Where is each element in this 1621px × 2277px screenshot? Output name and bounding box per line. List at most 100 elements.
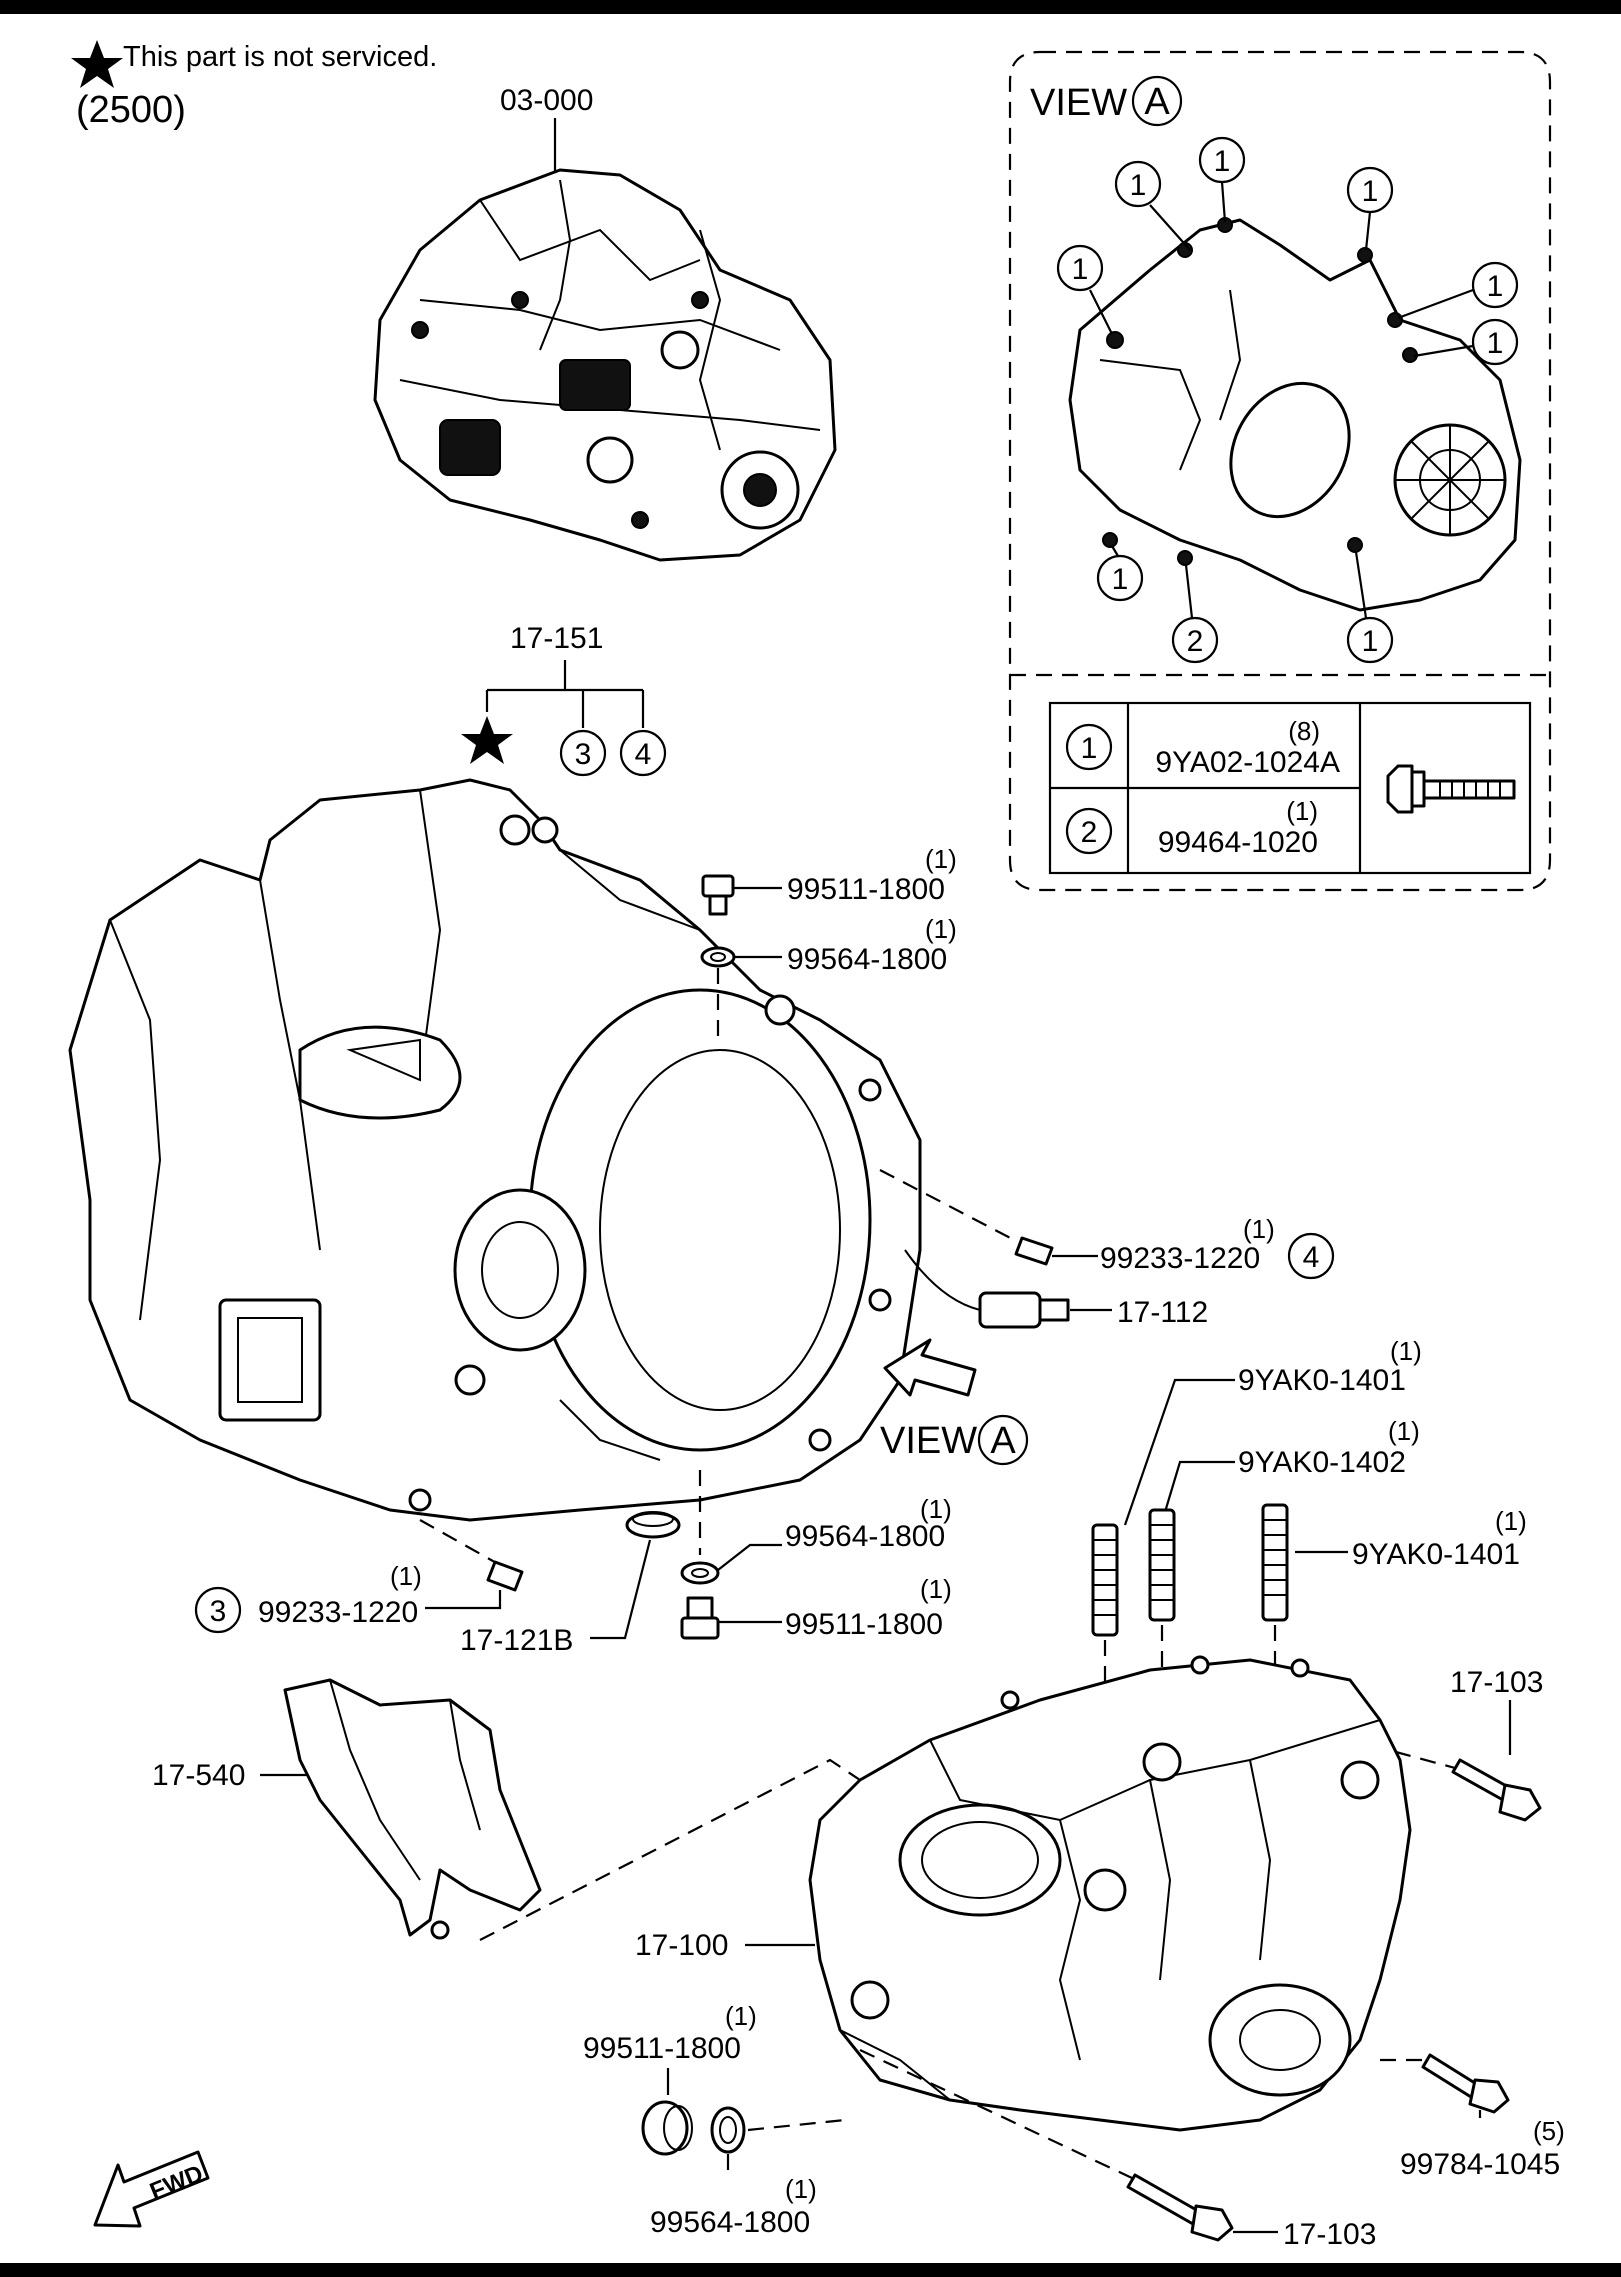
case-sub-3: 3 [575,738,592,771]
label-case-group: 17-151 [510,622,603,655]
leader-stud-2 [1163,1460,1235,1513]
view-a-arrow-letter: A [990,1420,1016,1462]
bottom-border [0,2263,1621,2277]
svg-text:1: 1 [1130,169,1147,202]
svg-text:1: 1 [1487,327,1504,360]
svg-text:2: 2 [1081,816,1098,849]
svg-text:(1): (1) [1286,796,1318,826]
view-a-callout: 1 [1260,618,1304,662]
part-plug-low: 99511-1800 [583,2032,741,2065]
svg-text:1: 1 [1072,253,1089,286]
part-stud-2: 9YAK0-1402 [1238,1446,1406,1479]
view-a-callout: 1 [1096,545,1144,602]
part-washer-mid: 99564-1800 [785,1520,945,1553]
view-a-callout: 1 [1114,160,1191,251]
dowel-left-key-circle [194,1586,242,1634]
view-a-arrow-circle [977,1414,1029,1466]
svg-text:1: 1 [1362,175,1379,208]
qty-washer-top: (1) [925,914,957,944]
qty-stud-1: (1) [1390,1336,1422,1366]
dowel-right-part [1014,1236,1054,1266]
view-a-title: VIEW [1030,82,1127,124]
label-bolt-upper-right: 17-103 [1450,1666,1543,1699]
qty-plug-low: (1) [725,2001,757,2031]
svg-text:1: 1 [1081,732,1098,765]
view-a-callout: 1 [1413,318,1519,366]
svg-text:(8): (8) [1288,716,1320,746]
leader-dowel-left [425,1590,502,1610]
washer-top-part [700,946,736,968]
view-a-callout: 1 [1198,136,1246,223]
dash-cover [479,1758,921,1941]
leader-washer-mid [717,1543,782,1571]
case-group-bracket [485,660,645,728]
svg-text:1: 1 [1214,145,1231,178]
view-a-panel: VIEW A 1 1 [1008,50,1552,892]
label-bolt-bottom: 17-103 [1283,2218,1376,2251]
label-assembly: 03-000 [500,84,593,117]
flange-bolt-icon [1386,764,1516,814]
magnet-part [625,1511,681,1539]
view-a-title-letter: A [1144,81,1170,123]
bolt-bottom-part [1126,2173,1234,2242]
part-washer-top: 99564-1800 [787,943,947,976]
label-sensor: 17-112 [1117,1296,1208,1329]
svg-text:2: 2 [1187,625,1204,658]
leader-stud-1 [1123,1378,1235,1526]
washer-low-part [710,2106,746,2154]
plug-low-part [641,2100,693,2156]
label-magnet: 17-121B [460,1624,573,1657]
table-row: 1 (8) 9YA02-1024A [1065,716,1340,779]
svg-text:99464-1020: 99464-1020 [1158,826,1318,859]
dash-dowel-left [419,1519,501,1566]
case-sub-4: 4 [635,738,652,771]
washer-mid-part [680,1561,720,1585]
qty-washer-mid: (1) [920,1494,952,1524]
view-a-case-drawing [1068,217,1522,612]
stud-part [1091,1523,1119,1637]
bolt-upper-right-part [1451,1758,1542,1822]
cover-part [283,1678,542,1940]
view-a-callout: 2 [1171,564,1219,664]
dash-washer-low [747,2118,846,2132]
qty-dowel-right: (1) [1243,1214,1275,1244]
part-dowel-left: 99233-1220 [258,1596,418,1629]
view-a-arrow-icon [883,1338,977,1397]
dowel-left-key: 3 [210,1595,227,1628]
transaxle-assembly-drawing [373,168,837,562]
star-note-text: This part is not serviced. [123,41,437,73]
stud-part [1148,1508,1176,1622]
qty-bolt-side: (5) [1533,2116,1565,2146]
qty-stud-2: (1) [1388,1416,1420,1446]
svg-text:1: 1 [1487,270,1504,303]
view-a-callout: 1 [1346,551,1394,664]
dowel-left-part [486,1560,524,1592]
svg-text:1: 1 [1112,563,1129,596]
star-icon [71,40,123,88]
part-dowel-right: 99233-1220 [1100,1242,1260,1275]
star-note: This part is not serviced. [71,40,437,88]
not-serviced-star-icon [461,716,513,764]
top-border [0,0,1621,14]
engine-code: (2500) [76,89,186,131]
transmission-case-drawing [808,1655,1412,2132]
plug-mid-part [680,1596,720,1640]
label-lower-case: 17-100 [635,1929,728,1962]
svg-text:1: 1 [1362,625,1379,658]
table-row: 2 (1) 99464-1020 [1065,796,1318,859]
view-a-callout: 1 [1397,261,1519,320]
qty-plug-mid: (1) [920,1574,952,1604]
qty-plug-top: (1) [925,844,957,874]
part-plug-mid: 99511-1800 [785,1608,943,1641]
view-a-callout: 1 [1346,166,1394,251]
label-cover: 17-540 [152,1759,245,1792]
view-a-arrow-text: VIEW [880,1420,977,1462]
part-stud-3: 9YAK0-1401 [1352,1538,1520,1571]
svg-text:9YA02-1024A: 9YA02-1024A [1155,746,1340,779]
dowel-right-key: 4 [1303,1241,1320,1274]
dowel-right-key-circle [1287,1232,1335,1280]
qty-washer-low: (1) [785,2174,817,2204]
case-sub-circle-4 [619,729,667,777]
part-plug-top: 99511-1800 [787,873,945,906]
view-a-callout: 1 [1056,244,1113,335]
